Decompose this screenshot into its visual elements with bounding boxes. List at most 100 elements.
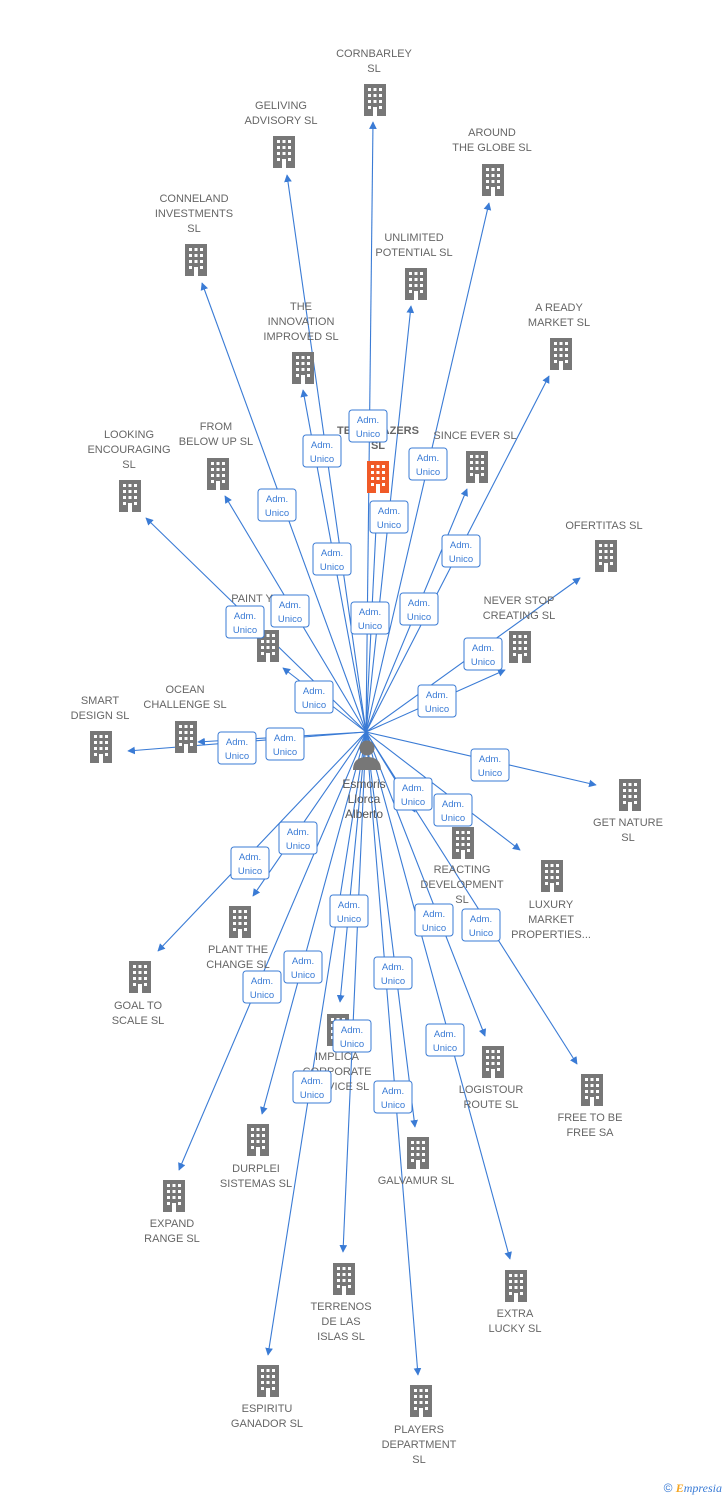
role-label-terrenos[interactable]: Adm.Unico — [332, 1019, 372, 1053]
role-label-unlimited[interactable]: Adm.Unico — [369, 500, 409, 534]
role-label-neverstop[interactable]: Adm.Unico — [417, 684, 457, 718]
node-label-line: SL — [187, 223, 200, 235]
node-label-line: EXTRA — [497, 1308, 534, 1320]
building-icon[interactable] — [229, 906, 251, 938]
role-label-innovation[interactable]: Adm.Unico — [312, 542, 352, 576]
building-icon[interactable] — [595, 540, 617, 572]
building-icon[interactable] — [207, 458, 229, 490]
role-label-players[interactable]: Adm.Unico — [373, 1080, 413, 1114]
role-label-aready[interactable]: Adm.Unico — [441, 534, 481, 568]
role-label-frombelow[interactable]: Adm.Unico — [270, 594, 310, 628]
building-icon[interactable] — [619, 779, 641, 811]
role-label-ocean[interactable]: Adm.Unico — [265, 727, 305, 761]
node-label-line: LOOKING — [104, 429, 154, 441]
edge-luxury — [365, 731, 521, 851]
building-icon[interactable] — [364, 84, 386, 116]
role-label-smart[interactable]: Adm.Unico — [217, 731, 257, 765]
role-label-expand[interactable]: Adm.Unico — [242, 970, 282, 1004]
node-label-galvamur[interactable]: GALVAMUR SL — [378, 1175, 455, 1187]
role-label-logistour[interactable]: Adm.Unico — [414, 903, 454, 937]
building-icon[interactable] — [247, 1124, 269, 1156]
building-icon[interactable] — [333, 1263, 355, 1295]
role-label-freetobe[interactable]: Adm.Unico — [461, 908, 501, 942]
role-label-looking[interactable]: Adm.Unico — [225, 605, 265, 639]
building-icon[interactable] — [119, 480, 141, 512]
building-icon[interactable] — [273, 136, 295, 168]
node-label-paint[interactable]: PAINT Y — [231, 593, 273, 605]
node-label-line: OCEAN — [165, 684, 204, 696]
building-icon[interactable] — [452, 827, 474, 859]
role-label-text: Unico — [381, 976, 405, 987]
building-icon[interactable] — [541, 860, 563, 892]
building-icon[interactable] — [410, 1385, 432, 1417]
role-label-around[interactable]: Adm.Unico — [408, 447, 448, 481]
role-label-durplei[interactable]: Adm.Unico — [283, 950, 323, 984]
role-label-galvamur[interactable]: Adm.Unico — [373, 956, 413, 990]
role-label-espiritu[interactable]: Adm.Unico — [292, 1070, 332, 1104]
building-icon[interactable] — [185, 244, 207, 276]
building-icon[interactable] — [509, 631, 531, 663]
node-label-ofertitas[interactable]: OFERTITAS SL — [565, 520, 642, 532]
role-label-goal[interactable]: Adm.Unico — [230, 846, 270, 880]
building-icon[interactable] — [175, 721, 197, 753]
role-label-cornbarley[interactable]: Adm.Unico — [348, 409, 388, 443]
building-icon[interactable] — [367, 461, 389, 493]
building-icon[interactable] — [581, 1074, 603, 1106]
building-icon[interactable] — [292, 352, 314, 384]
building-icon[interactable] — [405, 268, 427, 300]
building-icon[interactable] — [163, 1180, 185, 1212]
building-icon[interactable] — [257, 1365, 279, 1397]
building-icon[interactable] — [466, 451, 488, 483]
role-label-luxury[interactable]: Adm.Unico — [433, 793, 473, 827]
role-label-plant[interactable]: Adm.Unico — [278, 821, 318, 855]
building-icon[interactable] — [482, 164, 504, 196]
role-label-sinceever[interactable]: Adm.Unico — [399, 592, 439, 626]
role-label-getnature[interactable]: Adm.Unico — [470, 748, 510, 782]
building-icon[interactable] — [550, 338, 572, 370]
role-label-extralucky[interactable]: Adm.Unico — [425, 1023, 465, 1057]
role-label-techblazers[interactable]: Adm.Unico — [350, 601, 390, 635]
role-label-text: Adm. — [251, 976, 273, 987]
building-icon[interactable] — [505, 1270, 527, 1302]
role-label-reacting[interactable]: Adm.Unico — [393, 777, 433, 811]
role-label-ofertitas[interactable]: Adm.Unico — [463, 637, 503, 671]
role-label-conneland[interactable]: Adm.Unico — [257, 488, 297, 522]
role-label-box — [470, 748, 510, 782]
building-icon[interactable] — [482, 1046, 504, 1078]
role-label-paint[interactable]: Adm.Unico — [294, 680, 334, 714]
role-label-box — [283, 950, 323, 984]
role-label-geliving[interactable]: Adm.Unico — [302, 434, 342, 468]
role-label-implica[interactable]: Adm.Unico — [329, 894, 369, 928]
node-label-sinceever[interactable]: SINCE EVER SL — [433, 430, 516, 442]
building-icon[interactable] — [407, 1137, 429, 1169]
building-icon[interactable] — [90, 731, 112, 763]
building-icon[interactable] — [129, 961, 151, 993]
